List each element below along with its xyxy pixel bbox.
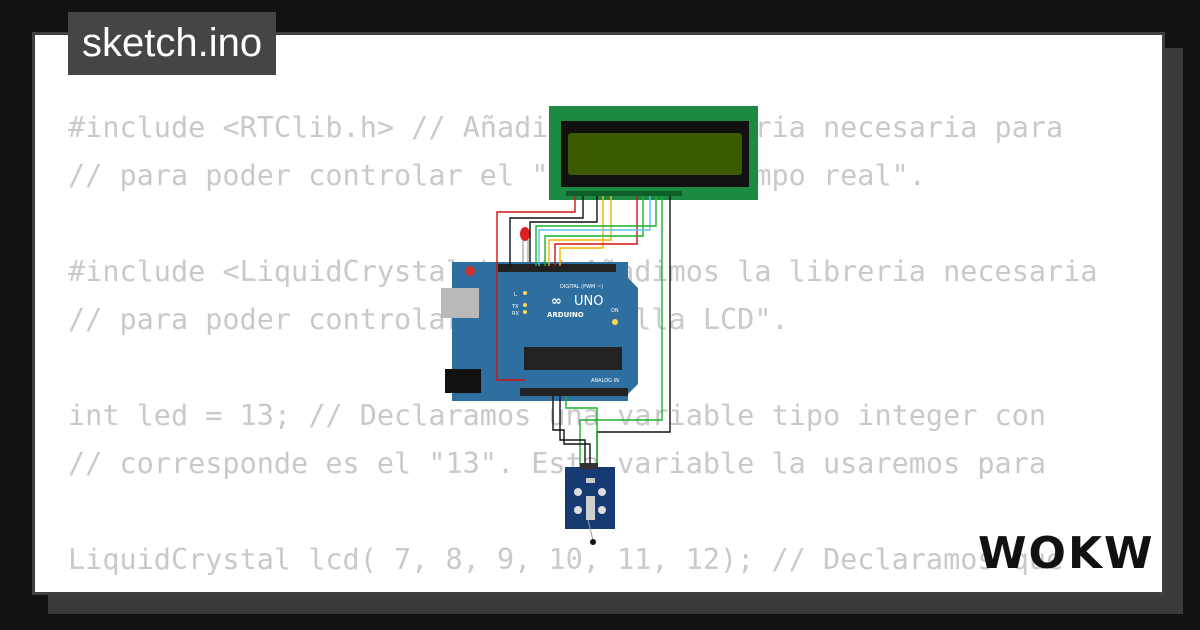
- on-label: ON: [611, 308, 619, 314]
- power-jack: [445, 369, 481, 393]
- lcd-display: [549, 106, 758, 200]
- code-line: // corresponde es el "13". Esta variable…: [68, 447, 1047, 480]
- board-brand: ARDUINO: [547, 311, 584, 319]
- lcd-screen: [568, 133, 742, 175]
- analog-header: [520, 388, 628, 396]
- board-model: UNO: [574, 294, 603, 309]
- arduino-logo-icon: ∞: [551, 294, 562, 309]
- reset-button: [465, 266, 475, 276]
- wokwi-wordmark: WOKWI: [978, 528, 1152, 578]
- analog-label: ANALOG IN: [591, 378, 619, 384]
- tx-label: TX: [511, 304, 519, 310]
- atmega-chip: [524, 347, 622, 370]
- code-line: int led = 13; // Declaramos una variable…: [68, 399, 1047, 432]
- red-led: [520, 227, 530, 262]
- wokwi-logo: WOKWI: [978, 528, 1152, 578]
- arduino-uno-board: ∞ UNO ARDUINO DIGITAL (PWM ~) ANALOG IN …: [441, 262, 638, 401]
- l-label: L: [514, 292, 517, 298]
- rx-label: RX: [512, 311, 519, 317]
- lcd-pins: [566, 191, 682, 196]
- digital-header: [498, 264, 616, 272]
- wires: [496, 196, 671, 470]
- digital-label: DIGITAL (PWM ~): [560, 284, 603, 290]
- tilt-sensor-module: [565, 463, 615, 545]
- sketch-title: sketch.ino: [68, 12, 277, 75]
- code-line: LiquidCrystal lcd( 7, 8, 9, 10, 11, 12);…: [68, 543, 1064, 576]
- usb-port: [441, 288, 479, 318]
